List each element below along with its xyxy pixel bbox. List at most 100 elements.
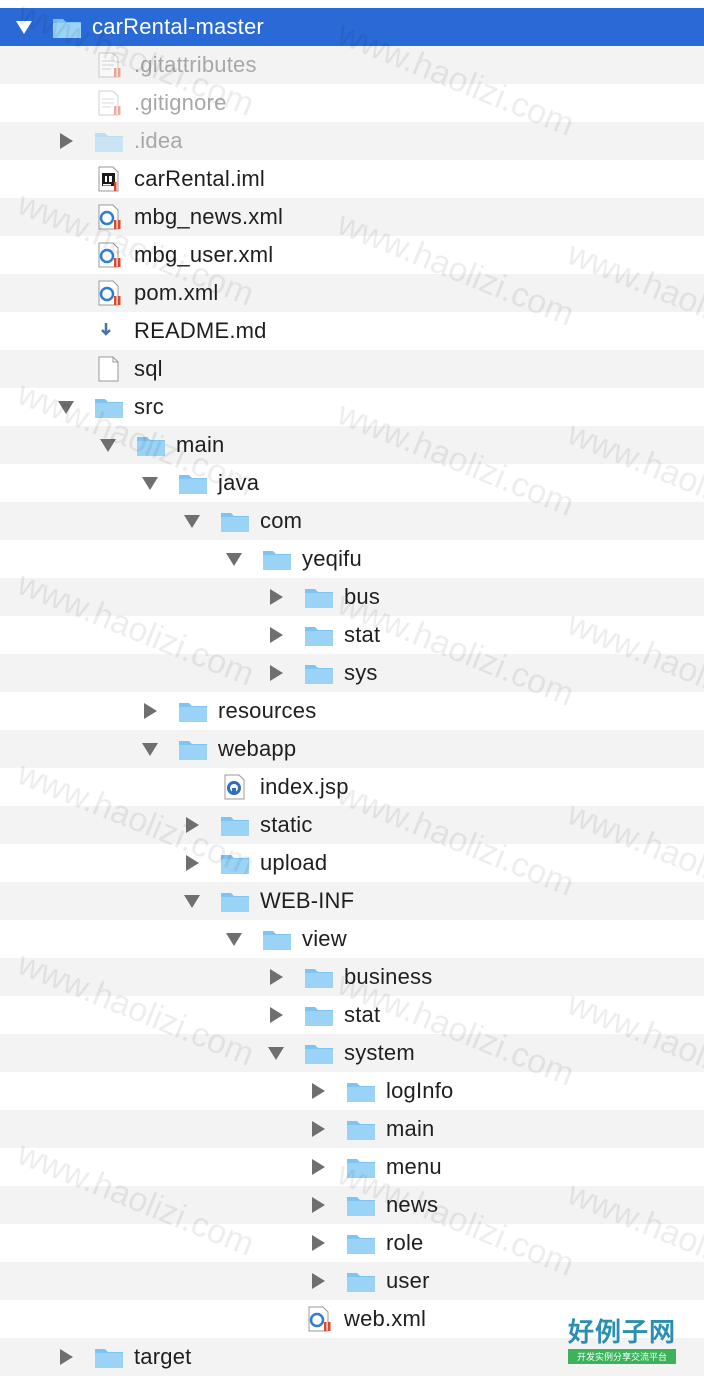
disclosure-closed-icon[interactable] xyxy=(309,1272,327,1290)
tree-row[interactable]: bus xyxy=(0,578,704,616)
disclosure-open-icon[interactable] xyxy=(225,550,243,568)
folder-icon xyxy=(219,507,251,535)
folder-icon xyxy=(303,963,335,991)
tree-row[interactable]: static xyxy=(0,806,704,844)
tree-row-label: news xyxy=(386,1192,439,1217)
disclosure-open-icon[interactable] xyxy=(15,18,33,36)
tree-row-label: sql xyxy=(134,356,163,381)
tree-row[interactable]: stat xyxy=(0,616,704,654)
disclosure-closed-icon[interactable] xyxy=(57,132,75,150)
tree-row[interactable]: README.md xyxy=(0,312,704,350)
disclosure-closed-icon[interactable] xyxy=(309,1158,327,1176)
tree-row[interactable]: index.jsp xyxy=(0,768,704,806)
tree-row[interactable]: java xyxy=(0,464,704,502)
tree-row-label: .idea xyxy=(134,128,183,153)
disclosure-open-icon[interactable] xyxy=(99,436,117,454)
tree-row[interactable]: carRental.iml xyxy=(0,160,704,198)
disclosure-open-icon[interactable] xyxy=(141,740,159,758)
tree-row-label: index.jsp xyxy=(260,774,349,799)
tree-row[interactable]: resources xyxy=(0,692,704,730)
folder-icon xyxy=(345,1115,377,1143)
tree-row[interactable]: mbg_user.xml xyxy=(0,236,704,274)
disclosure-closed-icon[interactable] xyxy=(309,1196,327,1214)
tree-row[interactable]: logInfo xyxy=(0,1072,704,1110)
tree-row[interactable]: main xyxy=(0,426,704,464)
folder-icon xyxy=(345,1153,377,1181)
disclosure-closed-icon[interactable] xyxy=(183,816,201,834)
tree-row-label: system xyxy=(344,1040,415,1065)
folder-icon xyxy=(93,393,125,421)
tree-row-label: menu xyxy=(386,1154,442,1179)
disclosure-closed-icon[interactable] xyxy=(267,626,285,644)
tree-row-label: .gitignore xyxy=(134,90,227,115)
tree-row[interactable]: user xyxy=(0,1262,704,1300)
file-blank-icon xyxy=(93,355,125,383)
disclosure-closed-icon[interactable] xyxy=(267,1006,285,1024)
tree-row-label: role xyxy=(386,1230,424,1255)
folder-icon xyxy=(345,1077,377,1105)
tree-row[interactable]: upload xyxy=(0,844,704,882)
tree-row[interactable]: com xyxy=(0,502,704,540)
disclosure-closed-icon[interactable] xyxy=(183,854,201,872)
tree-row[interactable]: view xyxy=(0,920,704,958)
tree-row-label: sys xyxy=(344,660,378,685)
tree-row-label: webapp xyxy=(218,736,297,761)
tree-row[interactable]: news xyxy=(0,1186,704,1224)
tree-row[interactable]: .gitignore xyxy=(0,84,704,122)
folder-icon xyxy=(261,545,293,573)
tree-row[interactable]: system xyxy=(0,1034,704,1072)
tree-row[interactable]: sys xyxy=(0,654,704,692)
file-iml-icon xyxy=(93,165,125,193)
tree-row[interactable]: sql xyxy=(0,350,704,388)
tree-row-label: mbg_news.xml xyxy=(134,204,284,229)
tree-row[interactable]: menu xyxy=(0,1148,704,1186)
tree-row-label: resources xyxy=(218,698,317,723)
disclosure-open-icon[interactable] xyxy=(183,512,201,530)
folder-icon xyxy=(219,849,251,877)
tree-row[interactable]: yeqifu xyxy=(0,540,704,578)
tree-row-label: com xyxy=(260,508,303,533)
disclosure-closed-icon[interactable] xyxy=(309,1120,327,1138)
folder-icon xyxy=(219,887,251,915)
folder-icon xyxy=(303,1039,335,1067)
folder-icon xyxy=(303,1001,335,1029)
tree-row[interactable]: role xyxy=(0,1224,704,1262)
tree-row[interactable]: .idea xyxy=(0,122,704,160)
tree-row[interactable]: stat xyxy=(0,996,704,1034)
tree-row-label: java xyxy=(218,470,260,495)
tree-row[interactable]: WEB-INF xyxy=(0,882,704,920)
disclosure-closed-icon[interactable] xyxy=(267,588,285,606)
tree-row-label: src xyxy=(134,394,164,419)
disclosure-open-icon[interactable] xyxy=(141,474,159,492)
folder-icon xyxy=(135,431,167,459)
disclosure-closed-icon[interactable] xyxy=(309,1082,327,1100)
folder-icon xyxy=(261,925,293,953)
disclosure-open-icon[interactable] xyxy=(183,892,201,910)
tree-row[interactable]: carRental-master xyxy=(0,8,704,46)
folder-icon xyxy=(303,659,335,687)
disclosure-open-icon[interactable] xyxy=(267,1044,285,1062)
file-md-icon xyxy=(93,317,125,345)
disclosure-closed-icon[interactable] xyxy=(141,702,159,720)
disclosure-closed-icon[interactable] xyxy=(267,664,285,682)
disclosure-closed-icon[interactable] xyxy=(309,1234,327,1252)
tree-row[interactable]: main xyxy=(0,1110,704,1148)
folder-icon xyxy=(303,621,335,649)
disclosure-closed-icon[interactable] xyxy=(267,968,285,986)
tree-row-label: user xyxy=(386,1268,430,1293)
tree-row-label: pom.xml xyxy=(134,280,219,305)
tree-row[interactable]: business xyxy=(0,958,704,996)
disclosure-open-icon[interactable] xyxy=(57,398,75,416)
tree-row[interactable]: mbg_news.xml xyxy=(0,198,704,236)
tree-row[interactable]: pom.xml xyxy=(0,274,704,312)
disclosure-closed-icon[interactable] xyxy=(57,1348,75,1366)
disclosure-open-icon[interactable] xyxy=(225,930,243,948)
tree-row-label: .gitattributes xyxy=(134,52,257,77)
tree-row[interactable]: webapp xyxy=(0,730,704,768)
file-doc-icon xyxy=(93,51,125,79)
tree-row[interactable]: src xyxy=(0,388,704,426)
tree-row[interactable]: .gitattributes xyxy=(0,46,704,84)
tree-row[interactable]: web.xml xyxy=(0,1300,704,1338)
folder-icon xyxy=(303,583,335,611)
